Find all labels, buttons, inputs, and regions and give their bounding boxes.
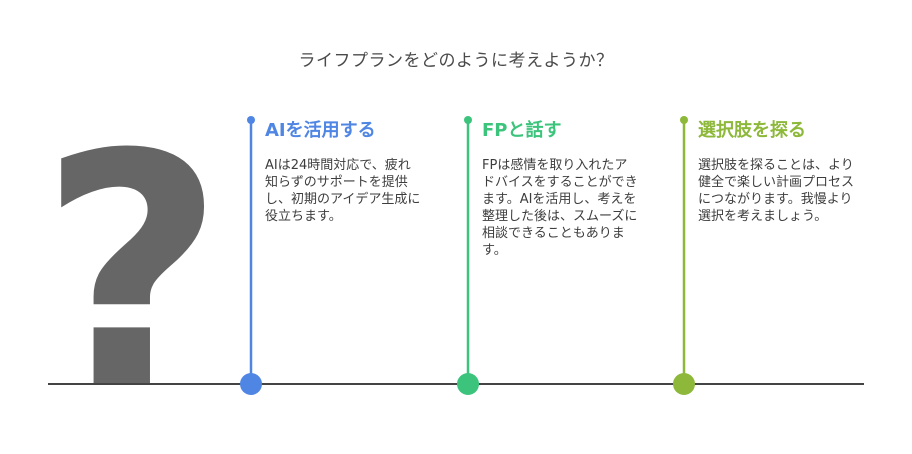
option-node-ai[interactable]: [240, 373, 262, 395]
option-description-choices: 選択肢を探ることは、より健全で楽しい計画プロセスにつながります。我慢より選択を考…: [698, 158, 855, 224]
option-description-fp: FPは感情を取り入れたアドバイスをすることができます。AIを活用し、考えを整理し…: [482, 158, 638, 258]
option-heading-ai: AIを活用する: [265, 120, 376, 141]
option-description-ai: AIは24時間対応で、疲れ知らずのサポートを提供し、初期のアイデア生成に役立ちま…: [265, 158, 421, 224]
option-heading-fp: FPと話す: [482, 120, 562, 141]
option-heading-choices: 選択肢を探る: [698, 120, 806, 141]
option-top-dot-fp: [464, 116, 472, 124]
question-mark-icon: ?: [39, 87, 225, 454]
option-node-fp[interactable]: [457, 373, 479, 395]
option-node-choices[interactable]: [673, 373, 695, 395]
option-top-dot-ai: [247, 116, 255, 124]
option-top-dot-choices: [680, 116, 688, 124]
diagram-title: ライフプランをどのように考えようか？: [298, 51, 614, 71]
